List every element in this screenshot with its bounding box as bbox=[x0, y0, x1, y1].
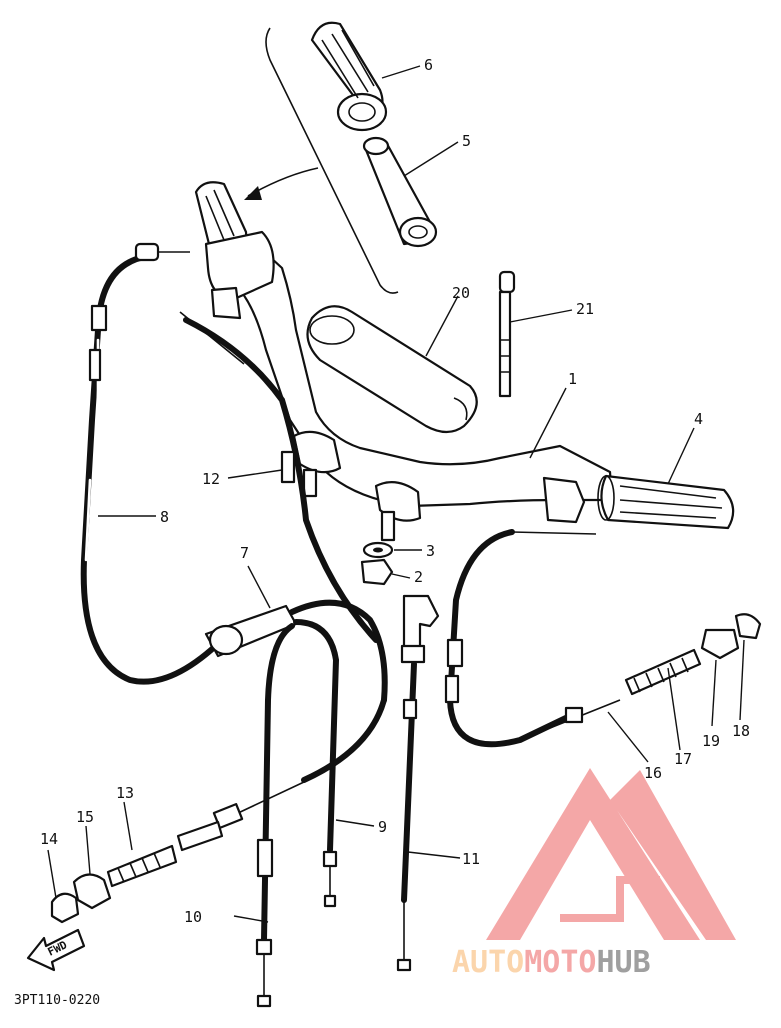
cap-part-14 bbox=[50, 892, 80, 924]
throttle-tube-part-5 bbox=[362, 136, 438, 248]
grip-part-6 bbox=[310, 21, 388, 132]
callout-16: 16 bbox=[644, 764, 662, 782]
bar-clamp-right bbox=[374, 481, 422, 542]
cable-part-10 bbox=[255, 838, 274, 1008]
callout-6: 6 bbox=[424, 56, 433, 74]
exploded-view-bracket bbox=[244, 27, 399, 294]
cable-part-9 bbox=[322, 850, 338, 908]
callout-3: 3 bbox=[426, 542, 435, 560]
callout-7: 7 bbox=[240, 544, 249, 562]
callout-20: 20 bbox=[452, 284, 470, 302]
cap-part-18 bbox=[734, 613, 762, 640]
callout-15: 15 bbox=[76, 808, 94, 826]
svg-text:AUTOMOTOHUB: AUTOMOTOHUB bbox=[452, 945, 651, 980]
callout-9: 9 bbox=[378, 818, 387, 836]
left-grip-assembly bbox=[194, 181, 275, 320]
cable-part-12 bbox=[179, 311, 379, 643]
watermark-text-hub: HUB bbox=[597, 945, 651, 980]
washer-part-3 bbox=[362, 541, 394, 559]
grip-sleeve-part-20 bbox=[306, 305, 478, 434]
watermark-text-auto: AUTO bbox=[452, 945, 524, 980]
callout-21: 21 bbox=[576, 300, 594, 318]
nut-part-2 bbox=[360, 558, 394, 586]
callout-17: 17 bbox=[674, 750, 692, 768]
cable-part-8 bbox=[80, 242, 225, 685]
callout-5: 5 bbox=[462, 132, 471, 150]
adjuster-part-17 bbox=[624, 648, 702, 696]
callout-12: 12 bbox=[202, 470, 220, 488]
forward-direction-arrow: FWD bbox=[26, 928, 86, 972]
callout-14: 14 bbox=[40, 830, 58, 848]
cable-part-16 bbox=[444, 529, 621, 748]
callout-labels: 1 2 3 4 5 6 7 8 9 10 11 12 13 14 15 16 1… bbox=[40, 56, 750, 926]
diagram-code: 3PT110-0220 bbox=[14, 993, 100, 1008]
cable-part-11 bbox=[396, 594, 440, 972]
callout-18: 18 bbox=[732, 722, 750, 740]
pin-part-21 bbox=[498, 270, 516, 398]
callout-11: 11 bbox=[462, 850, 480, 868]
bar-clamp-left bbox=[292, 430, 342, 498]
leader-lines bbox=[47, 65, 745, 923]
callout-1: 1 bbox=[568, 370, 577, 388]
callout-4: 4 bbox=[694, 410, 703, 428]
watermark-logo: AUTOMOTOHUB bbox=[452, 768, 736, 980]
callout-13: 13 bbox=[116, 784, 134, 802]
callout-19: 19 bbox=[702, 732, 720, 750]
cap-part-19 bbox=[700, 628, 740, 660]
callout-8: 8 bbox=[160, 508, 169, 526]
callout-2: 2 bbox=[414, 568, 423, 586]
watermark-logo-mark bbox=[486, 768, 736, 940]
right-grip-part-4 bbox=[542, 474, 735, 530]
watermark-text-moto: MOTO bbox=[524, 945, 596, 980]
cap-part-15 bbox=[72, 873, 112, 910]
adjuster-part-13 bbox=[106, 697, 387, 888]
cable-part-7 bbox=[204, 599, 388, 943]
arrow-head-icon bbox=[244, 186, 262, 200]
callout-10: 10 bbox=[184, 908, 202, 926]
